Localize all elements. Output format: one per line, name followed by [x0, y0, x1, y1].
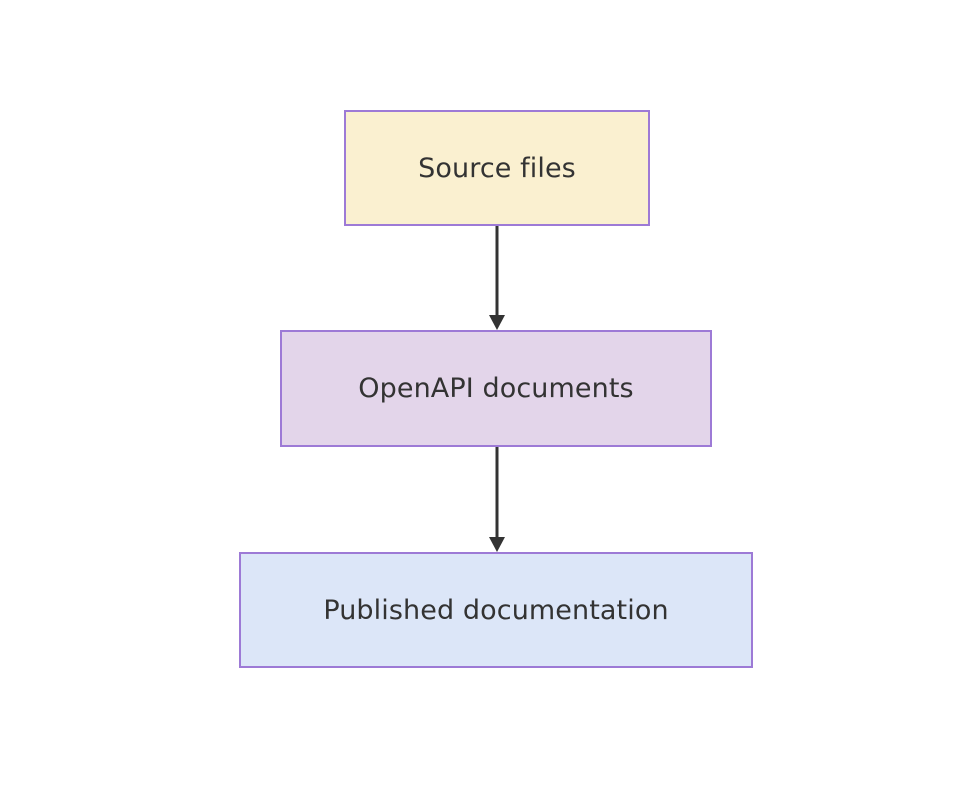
node-openapi-documents[interactable]: OpenAPI documents — [280, 330, 712, 447]
edge-source-to-openapi — [489, 226, 505, 330]
node-published-documentation-label: Published documentation — [323, 594, 669, 626]
arrowhead-icon — [489, 315, 505, 330]
arrowhead-icon — [489, 537, 505, 552]
node-published-documentation[interactable]: Published documentation — [239, 552, 753, 668]
edge-openapi-to-published — [489, 447, 505, 552]
node-source-files[interactable]: Source files — [344, 110, 650, 226]
node-openapi-documents-label: OpenAPI documents — [358, 373, 634, 404]
node-source-files-label: Source files — [418, 152, 576, 184]
